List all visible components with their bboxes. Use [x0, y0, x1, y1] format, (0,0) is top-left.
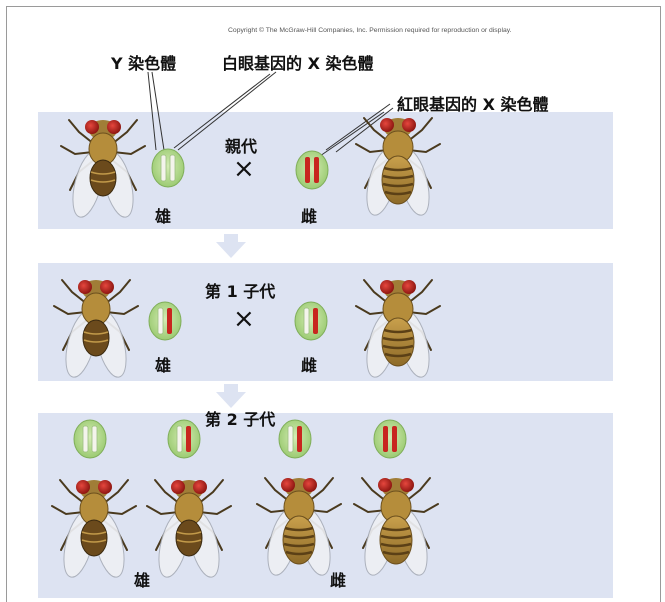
chromosome-xy-red-eye-f1 — [149, 302, 181, 340]
parental-male-label: 雄 — [155, 203, 171, 227]
f1-female-label: 雌 — [301, 352, 317, 376]
chromosome-xx-mixed-f2 — [279, 420, 311, 458]
cross-symbol-f1: × — [233, 304, 255, 334]
parental-female-fly — [356, 118, 440, 218]
f2-fly-4 — [354, 478, 438, 578]
chromosome-xy-white-eye — [152, 149, 184, 187]
parental-male-fly — [61, 120, 145, 220]
f1-male-fly — [54, 280, 138, 380]
f1-generation-title: 第 1 子代 — [205, 278, 275, 302]
f2-fly-2 — [147, 480, 231, 580]
f1-female-fly — [356, 280, 440, 380]
f2-female-label: 雌 — [330, 567, 346, 591]
chromosome-xy-white-eye-f2 — [74, 420, 106, 458]
chromosome-xx-red-eye-f2 — [374, 420, 406, 458]
chromosome-xx-mixed-f1 — [295, 302, 327, 340]
cross-symbol-parental: × — [233, 154, 255, 184]
parental-female-label: 雌 — [301, 203, 317, 227]
f2-fly-3 — [257, 478, 341, 578]
f2-male-label: 雄 — [134, 567, 150, 591]
f2-fly-1 — [52, 480, 136, 580]
f1-male-label: 雄 — [155, 352, 171, 376]
chromosome-xy-red-eye-f2 — [168, 420, 200, 458]
chromosome-xx-red-eye — [296, 151, 328, 189]
f2-generation-title: 第 2 子代 — [205, 406, 275, 430]
